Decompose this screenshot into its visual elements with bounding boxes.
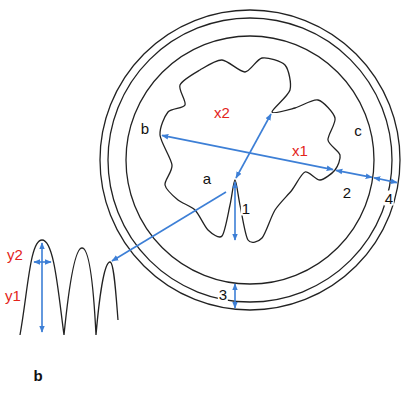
region-label: c: [353, 123, 363, 138]
region-label: b: [140, 121, 150, 136]
arrow-4: [374, 178, 397, 183]
fold-inset-wave: [20, 240, 118, 335]
inner-circle: [126, 36, 374, 284]
outer-circle: [100, 10, 400, 310]
x2-arrow: [236, 114, 271, 178]
dimension-label: y1: [4, 288, 22, 303]
y1-arrow: [41, 243, 43, 332]
arrow-3: [234, 284, 236, 308]
dimension-label: y2: [6, 247, 24, 262]
callout-number: 2: [342, 185, 352, 200]
region-label: a: [202, 171, 212, 186]
dimension-label: x2: [213, 105, 231, 120]
arrow-2: [336, 170, 372, 177]
panel-label: b: [32, 368, 43, 383]
dimension-label: x1: [291, 143, 309, 158]
callout-number: 1: [241, 201, 251, 216]
inset-leader-arrow: [112, 192, 226, 261]
callout-number: 3: [218, 287, 228, 302]
x1-arrow: [162, 135, 333, 169]
y2-arrow: [34, 261, 51, 263]
arrow-1: [234, 182, 236, 240]
middle-circle: [108, 18, 392, 302]
callout-number: 4: [384, 191, 394, 206]
